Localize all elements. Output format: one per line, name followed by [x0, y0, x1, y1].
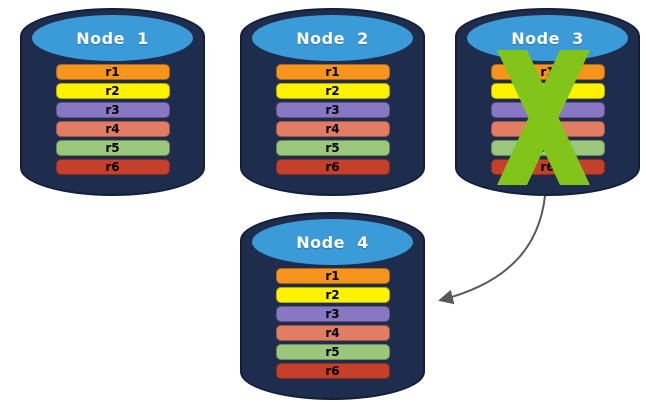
- row-r2: r2: [275, 287, 390, 303]
- row-r4: r4: [275, 325, 390, 341]
- row-r1: r1: [55, 64, 170, 80]
- node-3-title: Node 3: [511, 28, 584, 48]
- row-r3: r3: [275, 102, 390, 118]
- failover-arrow-curve: [438, 182, 547, 305]
- row-r2: r2: [275, 83, 390, 99]
- row-r4: r4: [55, 121, 170, 137]
- row-r6: r6: [275, 159, 390, 175]
- failure-x-icon: [497, 50, 590, 185]
- node-2-rows: r1 r2 r3 r4 r5 r6: [275, 64, 390, 175]
- row-r6: r6: [275, 363, 390, 379]
- node-1-cylinder-top: Node 1: [32, 15, 193, 61]
- row-r1: r1: [275, 268, 390, 284]
- row-r5: r5: [275, 344, 390, 360]
- row-r1: r1: [275, 64, 390, 80]
- node-4-title: Node 4: [296, 232, 369, 252]
- node-2-cylinder-top: Node 2: [252, 15, 413, 61]
- node-4-cylinder-top: Node 4: [252, 219, 413, 265]
- row-r5: r5: [55, 140, 170, 156]
- row-r6: r6: [55, 159, 170, 175]
- node-3-database-cylinder: Node 3 r1 r2 r3 r4 r5 r6: [455, 8, 640, 196]
- node-1-title: Node 1: [76, 28, 149, 48]
- node-1-database-cylinder: Node 1 r1 r2 r3 r4 r5 r6: [20, 8, 205, 196]
- node-1-rows: r1 r2 r3 r4 r5 r6: [55, 64, 170, 175]
- row-r3: r3: [55, 102, 170, 118]
- row-r4: r4: [275, 121, 390, 137]
- node-4-rows: r1 r2 r3 r4 r5 r6: [275, 268, 390, 379]
- node-4-database-cylinder: Node 4 r1 r2 r3 r4 r5 r6: [240, 212, 425, 400]
- node-2-title: Node 2: [296, 28, 369, 48]
- row-r2: r2: [55, 83, 170, 99]
- row-r5: r5: [275, 140, 390, 156]
- node-3-cylinder-top: Node 3: [467, 15, 628, 61]
- node-2-database-cylinder: Node 2 r1 r2 r3 r4 r5 r6: [240, 8, 425, 196]
- row-r3: r3: [275, 306, 390, 322]
